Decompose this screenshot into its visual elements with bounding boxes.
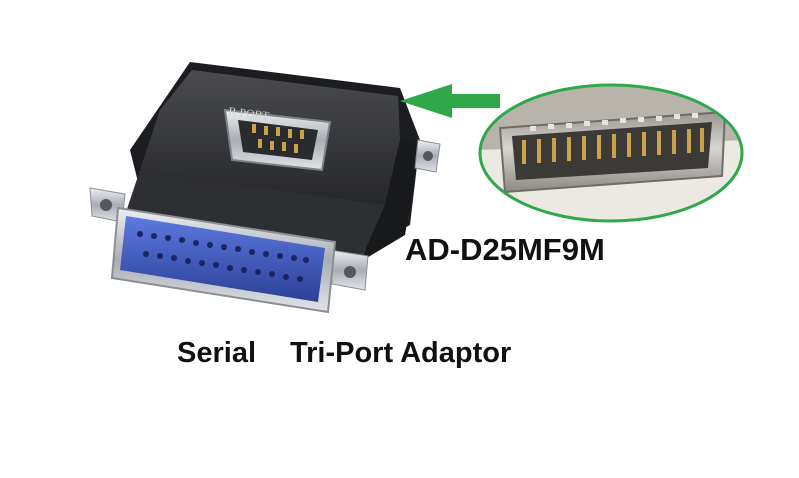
housing-imprint: R PORT — [228, 104, 271, 123]
db9-male-connector — [223, 108, 332, 172]
caption-serial: Serial — [177, 337, 256, 369]
adapter-body: R PORT — [89, 62, 441, 314]
caption-tri-port-adaptor: Tri-Port Adaptor — [290, 337, 512, 369]
left-arrow-icon — [400, 84, 500, 118]
left-screw-flange — [89, 187, 126, 223]
db25-male-zoom — [498, 110, 727, 194]
zoom-inset — [478, 83, 744, 223]
highlight-ellipse — [478, 83, 744, 223]
model-number-label: AD-D25MF9M — [405, 232, 605, 267]
right-screw-flange — [329, 139, 441, 291]
db25-female-connector — [110, 206, 337, 314]
